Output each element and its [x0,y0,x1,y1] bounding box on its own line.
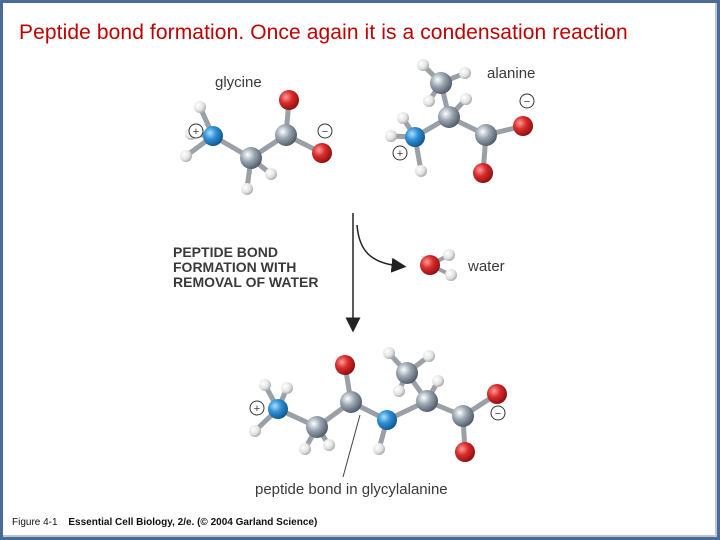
glycylalanine-carbon-atom [396,362,418,384]
slide-title: Peptide bond formation. Once again it is… [19,21,628,44]
glycylalanine-hydrogen-atom [281,382,293,394]
svg-text:−: − [495,408,501,420]
positive-charge-icon: + [392,145,408,161]
reaction-label-line: FORMATION WITH [173,259,296,275]
glycylalanine-hydrogen-atom [393,385,405,397]
glycylalanine-molecule: + − peptide bond in glycylalanine [249,347,507,498]
alanine-oxygen-atom [513,116,533,136]
glycylalanine-oxygen-atom [455,442,475,462]
water-molecule: water [420,249,505,281]
glycine-hydrogen-atom [194,101,206,113]
glycine-oxygen-atom [312,143,332,163]
glycine-molecule: + − glycine [180,74,333,195]
alanine-hydrogen-atom [459,67,471,79]
glycylalanine-hydrogen-atom [259,379,271,391]
glycine-oxygen-atom [279,90,299,110]
reaction-label: PEPTIDE BOND FORMATION WITH REMOVAL OF W… [173,244,318,290]
alanine-hydrogen-atom [415,165,427,177]
glycine-carbon-atom [275,124,297,146]
svg-text:−: − [524,96,530,108]
svg-text:+: + [254,403,260,415]
glycylalanine-hydrogen-atom [423,350,435,362]
alanine-hydrogen-atom [385,130,397,142]
alanine-oxygen-atom [473,163,493,183]
figure-caption: Figure 4-1 Essential Cell Biology, 2/e. … [12,517,317,528]
peptide-bond-pointer [342,414,361,478]
reaction-label-line: REMOVAL OF WATER [173,274,318,290]
alanine-hydrogen-atom [460,93,472,105]
alanine-molecule: + − alanine [385,59,535,183]
glycine-hydrogen-atom [180,150,192,162]
negative-charge-icon: − [519,93,535,109]
glycine-label: glycine [215,74,262,91]
glycylalanine-hydrogen-atom [323,439,335,451]
svg-text:−: − [322,126,328,138]
figure-source: Essential Cell Biology, 2/e. (© 2004 Gar… [68,517,318,528]
alanine-carbon-atom [438,106,460,128]
glycylalanine-hydrogen-atom [432,375,444,387]
glycylalanine-carbon-atom [416,390,438,412]
alanine-carbon-atom [430,72,452,94]
glycylalanine-nitrogen-atom [268,399,288,419]
water-hydrogen-atom [443,249,455,261]
glycylalanine-carbon-atom [340,391,362,413]
figure-number: Figure 4-1 [12,517,58,528]
positive-charge-icon: + [249,400,265,416]
product-label: peptide bond in glycylalanine [255,481,448,498]
negative-charge-icon: − [490,405,506,421]
glycylalanine-carbon-atom [452,405,474,427]
glycylalanine-oxygen-atom [487,384,507,404]
glycine-hydrogen-atom [265,168,277,180]
alanine-hydrogen-atom [417,59,429,71]
glycine-nitrogen-atom [203,126,223,146]
glycylalanine-oxygen-atom [335,355,355,375]
alanine-hydrogen-atom [397,112,409,124]
glycylalanine-carbon-atom [306,416,328,438]
glycylalanine-hydrogen-atom [299,443,311,455]
svg-text:+: + [397,148,403,160]
glycylalanine-hydrogen-atom [383,347,395,359]
positive-charge-icon: + [188,123,204,139]
glycylalanine-nitrogen-atom [377,410,397,430]
water-label: water [467,258,505,275]
water-hydrogen-atom [445,269,457,281]
slide: Peptide bond formation. Once again it is… [3,3,717,537]
svg-text:+: + [193,126,199,138]
glycylalanine-hydrogen-atom [249,425,261,437]
alanine-label: alanine [487,65,535,82]
alanine-nitrogen-atom [405,127,425,147]
negative-charge-icon: − [317,123,333,139]
glycine-hydrogen-atom [241,183,253,195]
reaction-label-line: PEPTIDE BOND [173,244,278,260]
alanine-carbon-atom [475,124,497,146]
peptide-bond-diagram: + − glycine [173,59,535,498]
glycylalanine-hydrogen-atom [373,443,385,455]
glycine-carbon-atom [240,147,262,169]
water-oxygen-atom [420,255,440,275]
alanine-hydrogen-atom [423,95,435,107]
reaction-arrow [345,213,407,333]
